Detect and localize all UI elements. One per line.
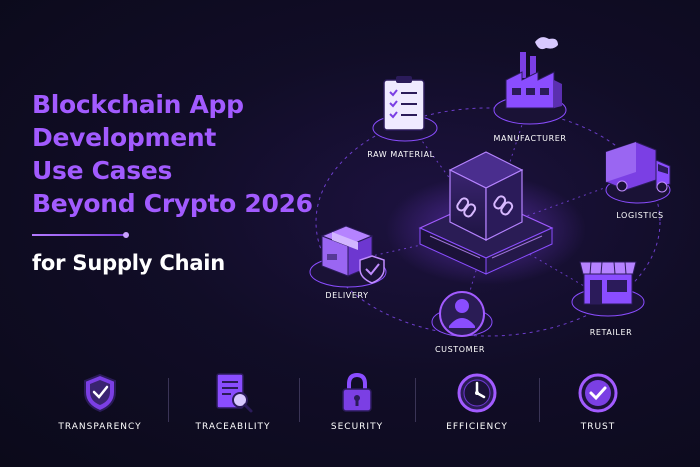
feature-label: TRUST xyxy=(580,422,616,432)
title-line-4: Beyond Crypto 2026 xyxy=(32,189,313,218)
delivery-label: DELIVERY xyxy=(325,291,369,300)
customer-node xyxy=(431,291,493,337)
customer-label: CUSTOMER xyxy=(434,345,486,354)
title-line-3: Use Cases xyxy=(32,156,173,185)
title-underline xyxy=(32,232,129,238)
logistics-label: LOGISTICS xyxy=(616,211,664,220)
store-icon xyxy=(579,261,637,305)
page-title: Blockchain App Development Use Cases Bey… xyxy=(32,88,313,220)
feature-label: TRACEABILITY xyxy=(195,422,271,432)
manufacturer-node xyxy=(493,37,567,125)
feature-traceability: TRACEABILITY xyxy=(173,372,293,432)
orbit-ring xyxy=(315,107,661,337)
title-line-1: Blockchain App xyxy=(32,90,244,119)
feature-divider xyxy=(299,378,300,422)
feature-divider xyxy=(168,378,169,422)
feature-divider xyxy=(539,378,540,422)
page-subtitle: for Supply Chain xyxy=(32,251,226,275)
title-line-2: Development xyxy=(32,123,217,152)
feature-trust: TRUST xyxy=(538,372,658,432)
feature-label: EFFICIENCY xyxy=(446,422,508,432)
truck-icon xyxy=(605,141,671,193)
feature-divider xyxy=(415,378,416,422)
shield-check-icon xyxy=(359,255,385,284)
retailer-node xyxy=(571,261,645,317)
feature-security: SECURITY xyxy=(297,372,417,432)
feature-label: SECURITY xyxy=(330,422,384,432)
manufacturer-label: MANUFACTURER xyxy=(493,134,567,143)
retailer-label: RETAILER xyxy=(589,328,633,337)
chain-link-icon xyxy=(456,195,514,218)
factory-icon xyxy=(505,37,562,109)
user-avatar-icon xyxy=(439,291,485,337)
raw-material-node xyxy=(372,76,438,142)
raw-material-label: RAW MATERIAL xyxy=(367,150,435,159)
delivery-node xyxy=(309,225,387,288)
padlock-icon xyxy=(342,372,372,412)
shield-check-icon xyxy=(84,373,116,413)
logistics-node xyxy=(605,141,671,204)
feature-efficiency: EFFICIENCY xyxy=(417,372,537,432)
document-search-icon xyxy=(216,373,253,413)
check-circle-icon xyxy=(578,373,618,413)
blockchain-cube-icon xyxy=(448,151,524,241)
clock-icon xyxy=(457,373,497,413)
feature-label: TRANSPARENCY xyxy=(58,422,142,432)
clipboard-icon xyxy=(383,76,425,131)
feature-transparency: TRANSPARENCY xyxy=(40,372,160,432)
